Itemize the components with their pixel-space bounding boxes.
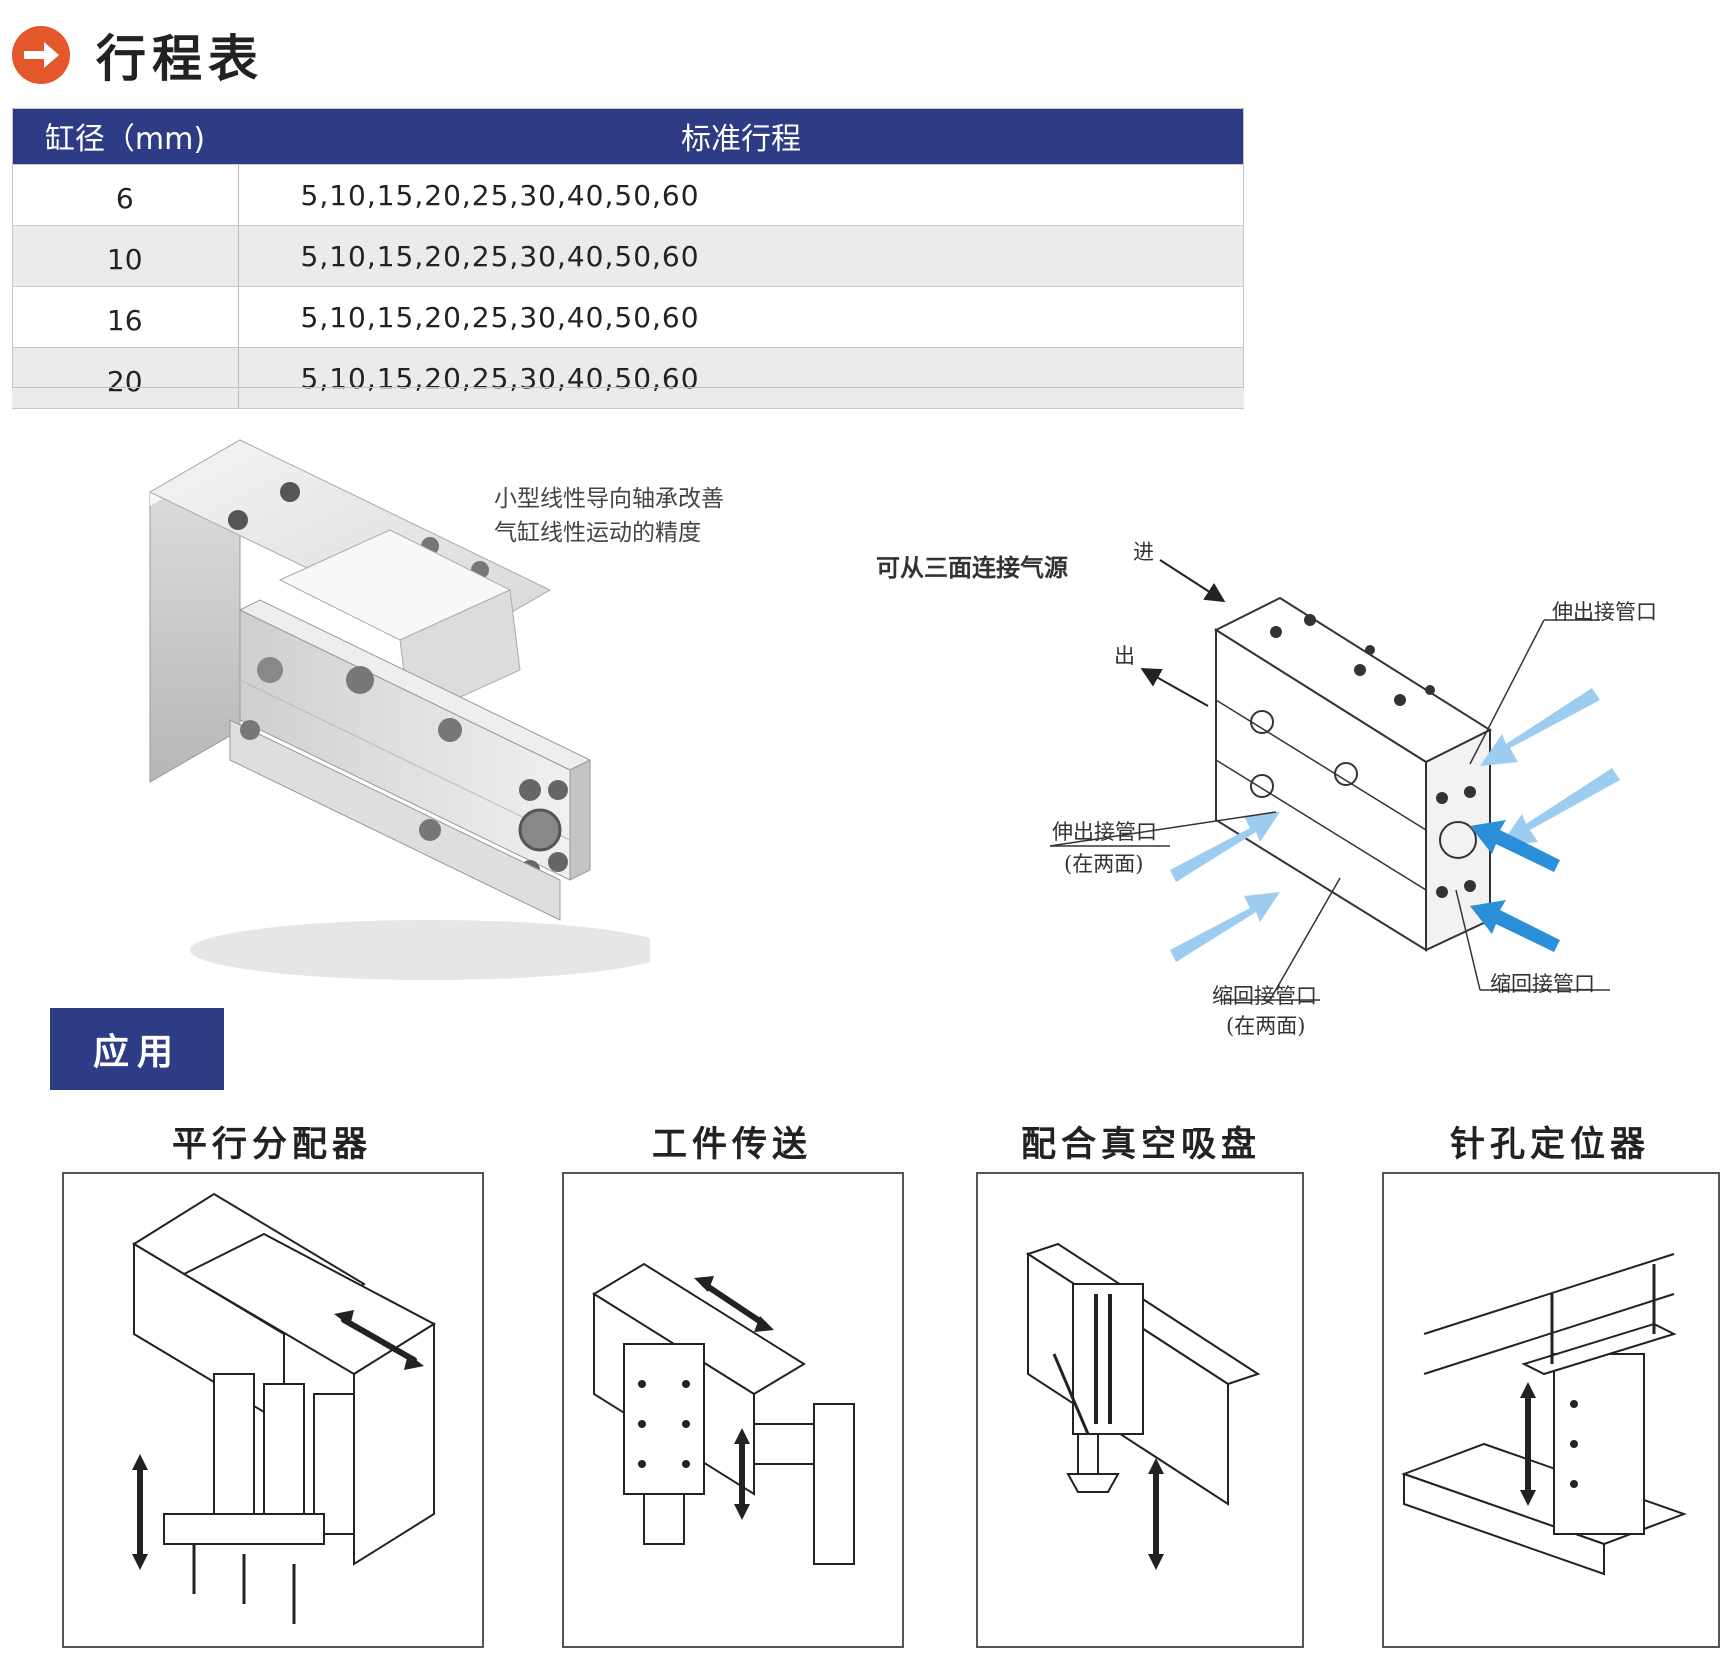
- stroke-table: 缸径（mm) 标准行程 6 5,10,15,20,25,30,40,50,60 …: [12, 108, 1244, 409]
- bore-cell: 16: [12, 286, 239, 348]
- table-row: 6 5,10,15,20,25,30,40,50,60: [12, 164, 1244, 226]
- page-title: 行程表: [96, 30, 264, 88]
- app-title-parallel-distributor: 平行分配器: [171, 1125, 372, 1165]
- app-title-workpiece-transfer: 工件传送: [651, 1125, 812, 1165]
- app-title-pin-locator: 针孔定位器: [1449, 1125, 1650, 1165]
- bore-cell: 20: [12, 347, 239, 409]
- stroke-cell: 5,10,15,20,25,30,40,50,60: [238, 225, 1244, 287]
- table-row: 20 5,10,15,20,25,30,40,50,60: [12, 347, 1244, 409]
- retract-port-note: (在两面): [1226, 1014, 1306, 1038]
- in-label: 进: [1133, 540, 1154, 564]
- app-image-workpiece-transfer: [562, 1172, 904, 1648]
- arrow-right-icon: [12, 26, 70, 84]
- product-callout: 小型线性导向轴承改善 气缸线性运动的精度: [494, 482, 724, 550]
- stroke-cell: 5,10,15,20,25,30,40,50,60: [238, 164, 1244, 226]
- extend-port-note: (在两面): [1064, 852, 1144, 876]
- app-image-parallel-distributor: [62, 1172, 484, 1648]
- table-row: 10 5,10,15,20,25,30,40,50,60: [12, 225, 1244, 287]
- callout-line: 小型线性导向轴承改善: [494, 486, 724, 512]
- table-header-row: 缸径（mm) 标准行程: [12, 108, 1244, 165]
- app-title-vacuum-suction: 配合真空吸盘: [1020, 1125, 1261, 1165]
- port-diagram-image: [1040, 530, 1680, 1034]
- out-label: 出: [1114, 644, 1135, 668]
- retract-port-label-right: 缩回接管口: [1490, 972, 1595, 996]
- app-image-vacuum-suction: [976, 1172, 1304, 1648]
- product-image: [130, 430, 670, 994]
- stroke-cell: 5,10,15,20,25,30,40,50,60: [238, 347, 1244, 409]
- port-diagram-title: 可从三面连接气源: [876, 554, 1068, 582]
- retract-port-label-left: 缩回接管口: [1212, 984, 1317, 1008]
- table-row: 16 5,10,15,20,25,30,40,50,60: [12, 286, 1244, 348]
- app-image-pin-locator: [1382, 1172, 1720, 1648]
- column-header-stroke: 标准行程: [238, 108, 1244, 165]
- callout-line: 气缸线性运动的精度: [494, 520, 701, 546]
- stroke-cell: 5,10,15,20,25,30,40,50,60: [238, 286, 1244, 348]
- application-label: 应用: [50, 1008, 224, 1090]
- bore-cell: 10: [12, 225, 239, 287]
- column-header-bore: 缸径（mm): [12, 108, 238, 165]
- page-header: 行程表: [12, 20, 264, 90]
- bore-cell: 6: [12, 164, 239, 226]
